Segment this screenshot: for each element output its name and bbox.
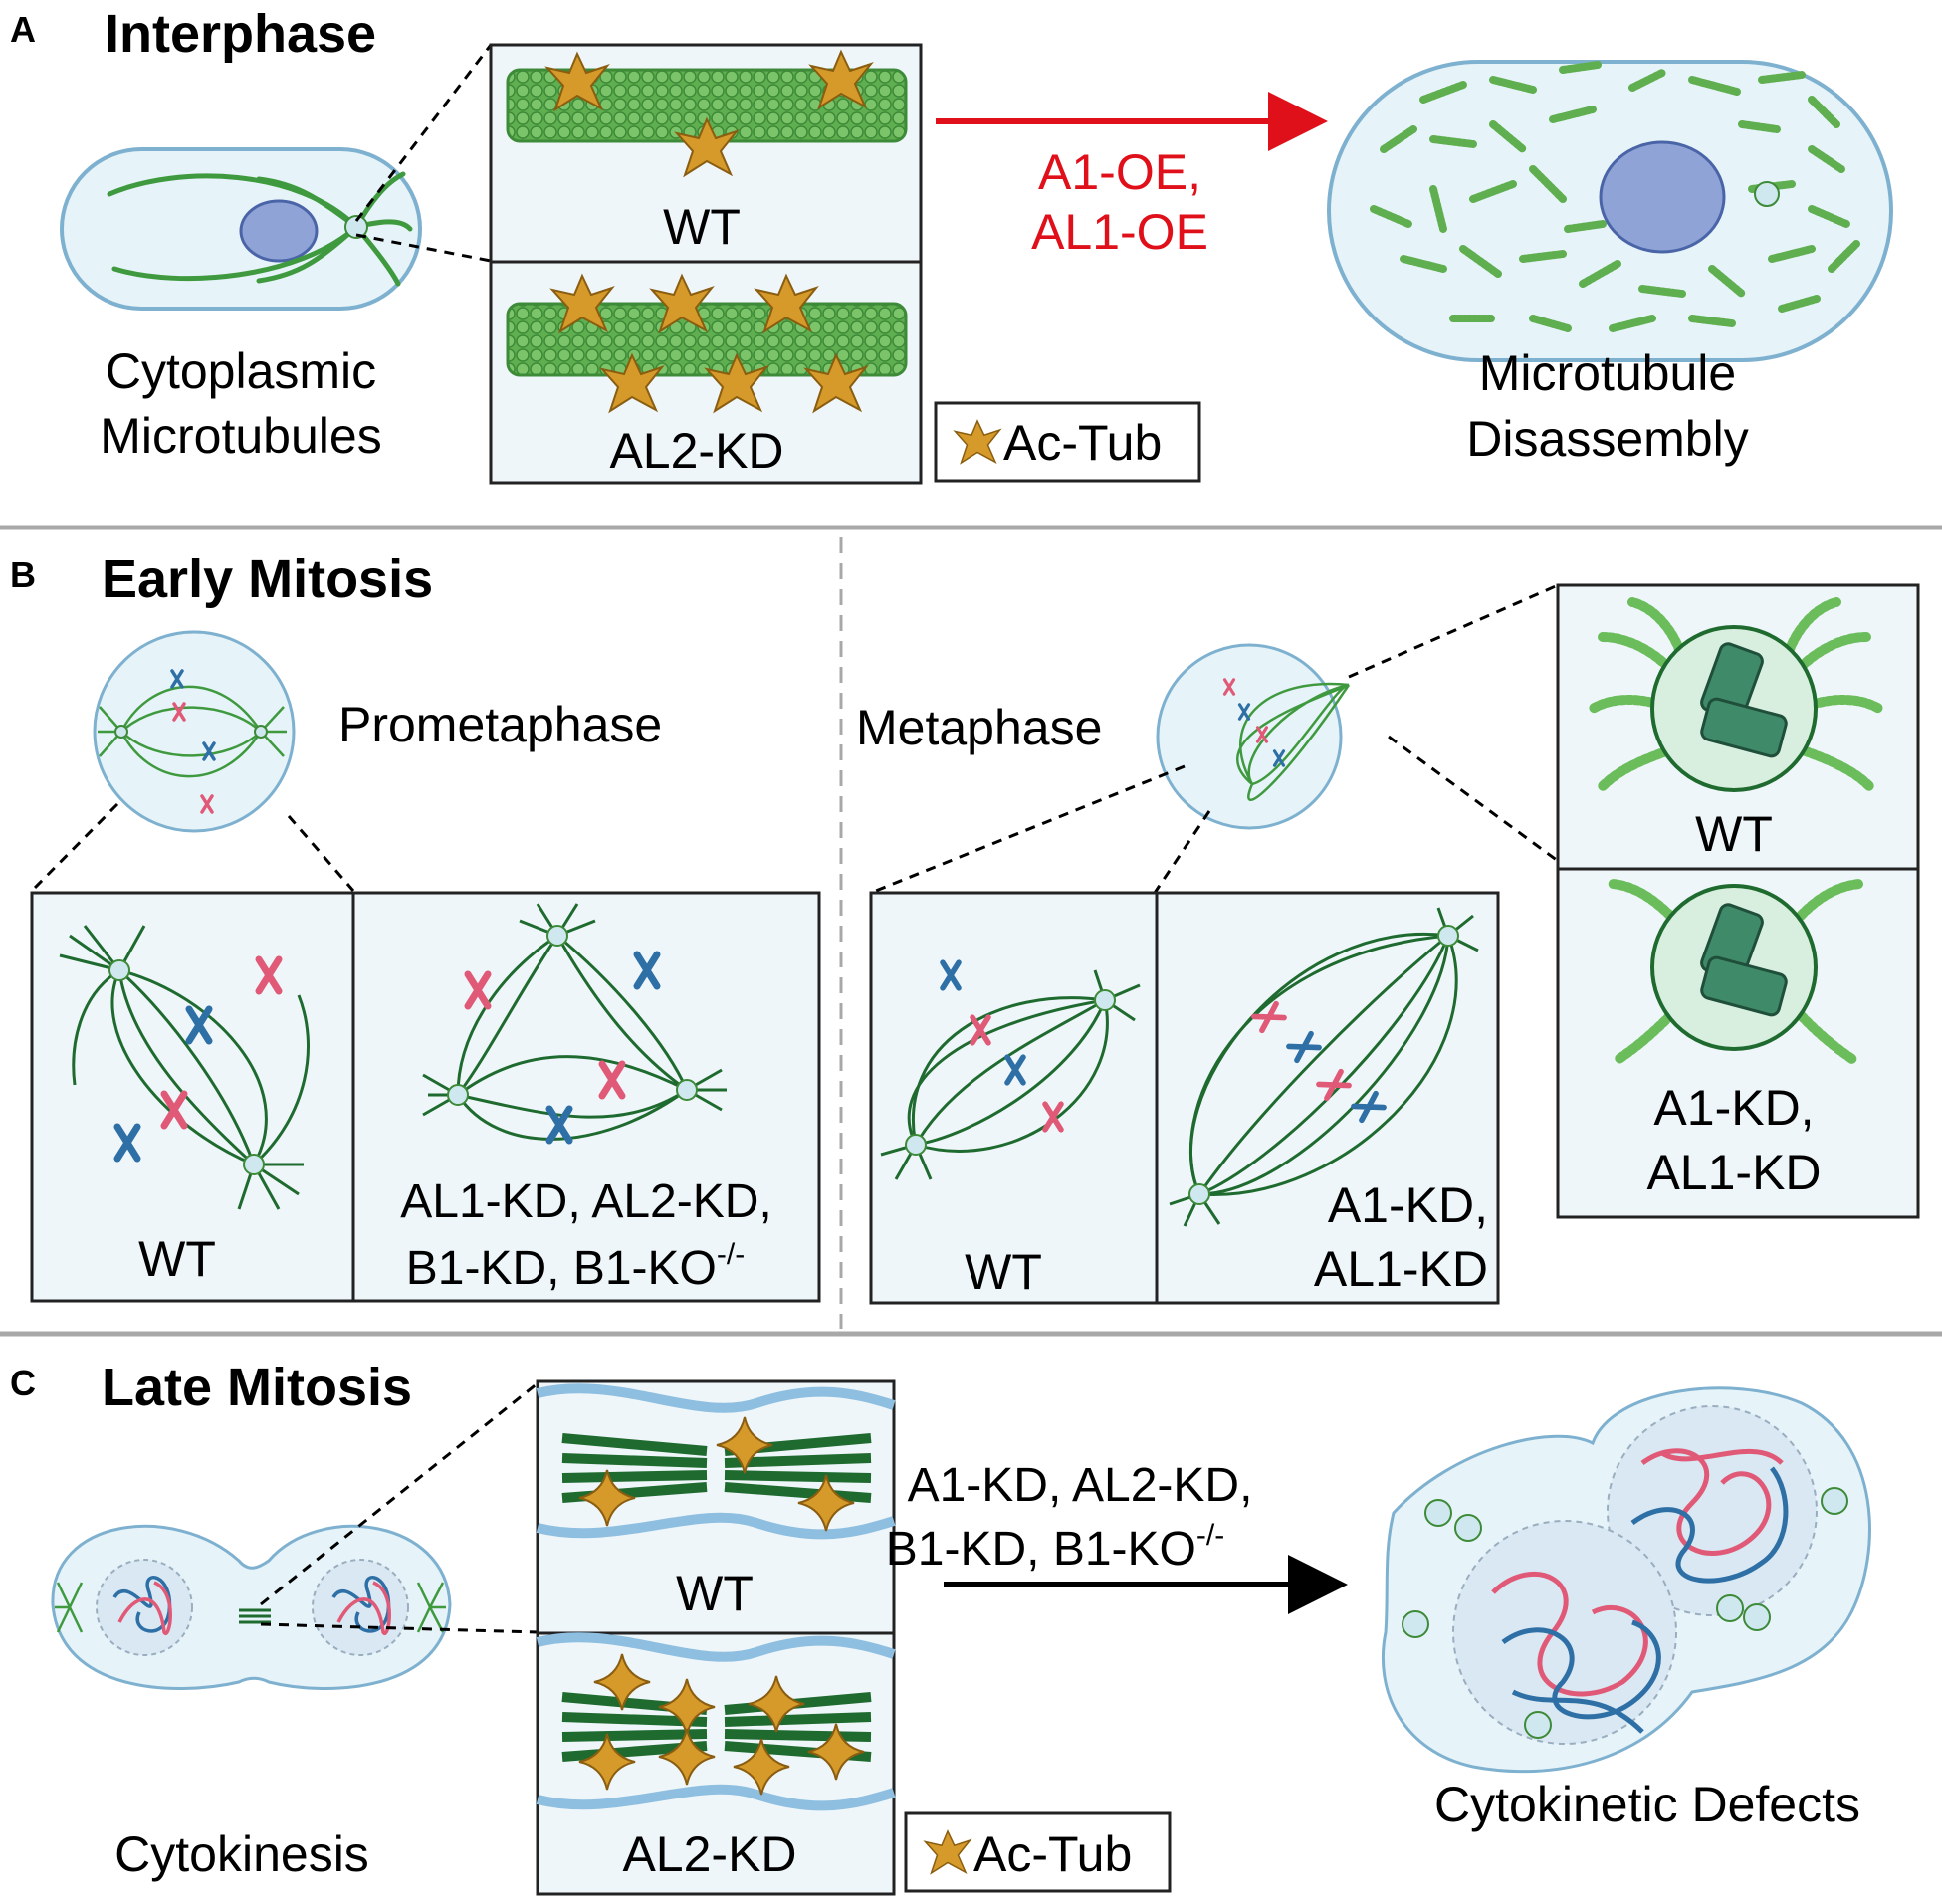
cytoplasmic-microtubules — [107, 171, 413, 287]
nucleus — [239, 199, 319, 263]
centrosomes-extra — [1402, 1487, 1848, 1739]
panel-a: A Interphase Cytoplasmic Microtubules — [10, 4, 1893, 485]
disassembly-caption-line1: Microtubule — [1479, 345, 1736, 401]
nucleus — [1599, 140, 1726, 254]
pro-kd-label-line1: AL1-KD, AL2-KD, — [400, 1175, 772, 1228]
panel-b-letter: B — [10, 554, 36, 595]
midbody-al2-kd-label: AL2-KD — [622, 1826, 796, 1882]
panel-b: B Early Mitosis Prometaphase — [10, 537, 1920, 1329]
box-wt-label: WT — [663, 199, 741, 255]
cytokinetic-defect-cell — [1381, 1386, 1871, 1774]
panel-c-title: Late Mitosis — [102, 1358, 412, 1417]
kd-arrow-label-line2: B1-KD, B1-KO-/- — [886, 1519, 1224, 1576]
centrosome-wt-label: WT — [1695, 806, 1773, 862]
metaphase-box: WT A1-KD, AL1-KD — [869, 891, 1500, 1305]
microtubule-acetylation-box: WT AL2-KD — [489, 43, 923, 485]
box-al2-kd-label: AL2-KD — [609, 423, 783, 479]
panel-b-title: Early Mitosis — [102, 549, 433, 609]
ac-tub-legend-label-c: Ac-Tub — [973, 1826, 1132, 1882]
kd-arrow-label-line1: A1-KD, AL2-KD, — [908, 1459, 1253, 1512]
centrosome — [1754, 181, 1780, 207]
meta-kd-label-line1: A1-KD, — [1328, 1177, 1488, 1233]
cytokinesis-caption: Cytokinesis — [114, 1826, 369, 1882]
centrosome-kd-label-line2: AL1-KD — [1646, 1145, 1821, 1200]
meta-kd-label-line2: AL1-KD — [1314, 1241, 1488, 1297]
midbody-box: WT AL2-KD — [536, 1379, 896, 1896]
cytokinesis-cell — [51, 1524, 452, 1690]
centriole — [1700, 697, 1788, 758]
panel-a-letter: A — [10, 9, 36, 50]
centrosome-box: WT A1-KD, AL1-KD — [1556, 583, 1920, 1219]
cytoplasmic-caption-line1: Cytoplasmic — [106, 343, 376, 399]
ac-tub-legend-c: Ac-Tub — [904, 1811, 1172, 1893]
panel-c: C Late Mitosis Cytokinesis — [10, 1358, 1871, 1896]
midbody-wt-label: WT — [676, 1566, 754, 1621]
metaphase-label: Metaphase — [856, 700, 1102, 755]
bipolar-spindle — [59, 925, 310, 1210]
interphase-cell — [60, 147, 422, 311]
fragmented-microtubules — [1370, 61, 1860, 332]
panel-a-title: Interphase — [105, 4, 376, 64]
prometaphase-label: Prometaphase — [338, 697, 662, 752]
cytoplasmic-caption-line2: Microtubules — [100, 408, 381, 464]
ac-tub-legend-a: Ac-Tub — [934, 401, 1201, 483]
centriole — [1700, 955, 1788, 1017]
disassembly-caption-line2: Disassembly — [1466, 411, 1748, 467]
ko-superscript: -/- — [717, 1238, 745, 1271]
panel-c-letter: C — [10, 1363, 36, 1403]
arrow-label-line1: A1-OE, — [1038, 144, 1201, 200]
pro-kd-label-line2: B1-KD, B1-KO-/- — [406, 1238, 745, 1295]
metaphase-cell — [1156, 643, 1351, 830]
prometaphase-box: WT AL1-KD, AL2-KD, B1-KD, B1-KO-/- — [30, 891, 821, 1303]
pro-wt-label: WT — [138, 1231, 216, 1287]
prometaphase-cell — [93, 630, 296, 833]
arrow-label-line2: AL1-OE — [1031, 204, 1208, 260]
disassembly-cell — [1327, 60, 1893, 362]
meta-wt-label: WT — [965, 1244, 1042, 1300]
ko-superscript-c: -/- — [1196, 1519, 1224, 1552]
ac-tub-legend-label: Ac-Tub — [1003, 415, 1162, 471]
cytokinetic-defects-caption: Cytokinetic Defects — [1434, 1777, 1860, 1832]
centrosome — [344, 215, 368, 239]
centrosome-kd-label-line1: A1-KD, — [1653, 1080, 1814, 1136]
